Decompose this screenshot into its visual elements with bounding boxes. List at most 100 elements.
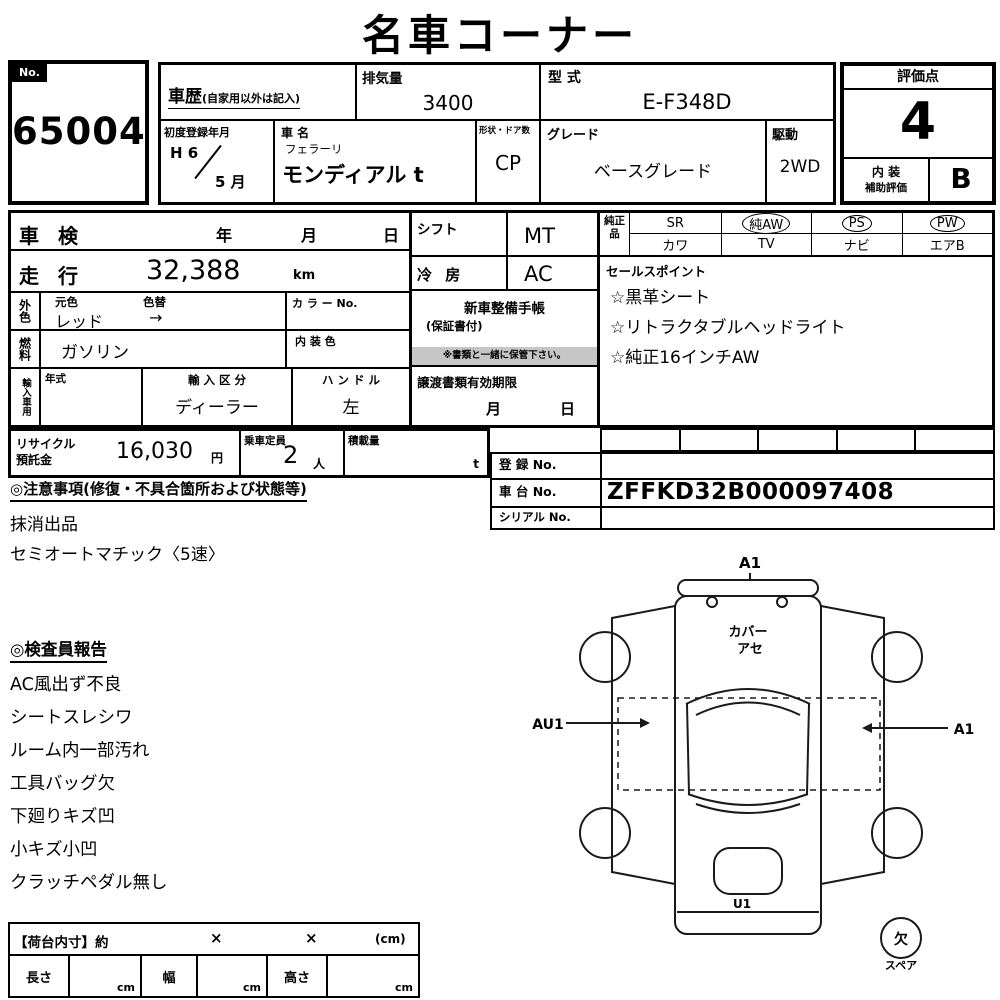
genuine-cell: 純AW bbox=[720, 212, 811, 234]
diagram-label-left: AU1 bbox=[532, 717, 564, 733]
notes-list: 抹消出品 セミオートマチック〈5速〉 bbox=[10, 510, 480, 570]
recycle-label-top: リサイクル bbox=[16, 437, 76, 451]
service-book-title: 新車整備手帳 bbox=[464, 301, 545, 317]
exterior-color-cell: 元色 色替 レッド → bbox=[41, 293, 287, 331]
genuine-cell: PS bbox=[811, 213, 902, 234]
grade-strip-cell bbox=[914, 430, 993, 450]
recycle-unit: 円 bbox=[211, 451, 224, 465]
genuine-row1-item-0: SR bbox=[666, 215, 684, 231]
inspection-row: 車 検 年 月 日 bbox=[11, 213, 409, 251]
sheet-title: 名車コーナー bbox=[361, 11, 638, 60]
cargo-times-2: × bbox=[305, 929, 318, 947]
car-condition-diagram: A1 カバー アセ AU1 A1 U1 欠 スペア bbox=[532, 554, 974, 972]
chassis-number-label: 車 台 No. bbox=[492, 480, 602, 506]
import-division-cell: 輸 入 区 分 ディーラー bbox=[143, 369, 293, 425]
hood-detail-right bbox=[776, 596, 788, 608]
vehicle-header-table: 車歴(自家用以外は記入) 排気量 3400 型 式 E-F348D 初度登録年月… bbox=[158, 62, 836, 205]
grade-strip-cell bbox=[835, 430, 915, 450]
spare-tire-circle bbox=[880, 917, 922, 959]
cargo-times-1: × bbox=[210, 929, 223, 947]
a1-arrowhead bbox=[862, 723, 872, 733]
inspection-day-label: 日 bbox=[383, 226, 400, 245]
import-division-value: ディーラー bbox=[175, 398, 259, 418]
grade-strip-cell bbox=[602, 430, 679, 450]
capacity-unit: 人 bbox=[313, 457, 326, 471]
genuine-cell: TV bbox=[720, 234, 812, 255]
handle-cell: ハ ン ド ル 左 bbox=[293, 369, 409, 425]
genuine-parts-grid: 純正品 SR 純AW PS PW カワ TV ナビ エアB bbox=[600, 212, 992, 257]
report-item: 下廻りキズ凹 bbox=[10, 807, 115, 827]
diagram-cover-line2: アセ bbox=[737, 642, 763, 657]
interior-color-cell: 内 装 色 bbox=[287, 331, 409, 367]
genuine-row2-item-2: ナビ bbox=[843, 239, 870, 254]
hood-detail-left bbox=[706, 596, 718, 608]
serial-number-value bbox=[602, 508, 993, 528]
genuine-parts-label: 純正品 bbox=[600, 213, 630, 255]
rear-right-wheel bbox=[871, 807, 923, 859]
au1-arrowhead bbox=[640, 718, 650, 728]
capacity-cell: 乗車定員 2 人 bbox=[241, 431, 345, 475]
cargo-dimensions-table: 【荷台内寸】約 × × (cm) 長さ cm 幅 cm 高さ cm bbox=[8, 922, 420, 998]
aircon-label: 冷 房 bbox=[417, 266, 465, 284]
rating-label: 評価点 bbox=[844, 66, 992, 90]
mileage-unit: km bbox=[293, 268, 316, 283]
service-book-cell: 新車整備手帳 (保証書付) ※書類と一緒に保管下さい。 bbox=[412, 291, 597, 367]
fuel-value: ガソリン bbox=[61, 343, 129, 363]
transfer-docs-label: 譲渡書類有効期限 bbox=[417, 375, 518, 390]
genuine-cell: SR bbox=[630, 213, 721, 234]
cargo-height-value: cm bbox=[395, 981, 413, 994]
front-left-wheel bbox=[579, 631, 631, 683]
handle-label: ハ ン ド ル bbox=[321, 373, 380, 387]
displacement-cell: 排気量 3400 bbox=[357, 65, 541, 121]
grade-strip-cell bbox=[757, 430, 836, 450]
genuine-row1-item-1: 純AW bbox=[742, 212, 791, 234]
chassis-number-value: ZFFKD32B000097408 bbox=[607, 479, 895, 505]
diagram-label-top: A1 bbox=[739, 554, 761, 572]
cargo-data-row: 長さ cm 幅 cm 高さ cm bbox=[10, 954, 418, 996]
lot-number-box: No. 65004 bbox=[8, 60, 149, 205]
vehicle-info-left-panel: 車 検 年 月 日 走 行 32,388 km 外色 元色 色替 レッド → カ… bbox=[8, 210, 412, 428]
cargo-heading: 【荷台内寸】約 bbox=[14, 935, 109, 951]
history-note: (自家用以外は記入) bbox=[202, 92, 301, 105]
genuine-cell: PW bbox=[901, 213, 992, 234]
body-doors-label: 形状・ドア数 bbox=[479, 126, 531, 136]
genuine-cell: ナビ bbox=[811, 234, 902, 255]
genuine-row1-item-3: PW bbox=[929, 214, 965, 232]
grade-strip bbox=[600, 428, 995, 452]
registration-number-label: 登 録 No. bbox=[492, 454, 602, 478]
cabin-right-line bbox=[806, 703, 810, 795]
inspector-report-list: AC風出ず不良 シートスレシワ ルーム内一部汚れ 工具バッグ欠 下廻りキズ凹 小… bbox=[10, 669, 440, 900]
car-name-value: モンディアル t bbox=[282, 163, 424, 187]
notes-section: ◎注意事項(修復・不具合箇所および状態等) 抹消出品 セミオートマチック〈5速〉 bbox=[10, 478, 480, 570]
aircon-label-cell: 冷 房 bbox=[412, 257, 508, 289]
history-label-group: 車歴(自家用以外は記入) bbox=[168, 82, 301, 109]
recycle-value: 16,030 bbox=[116, 439, 193, 464]
shift-label-cell: シフト bbox=[412, 213, 508, 255]
car-name-label: 車 名 bbox=[281, 126, 310, 140]
interior-label-bottom: 補助評価 bbox=[865, 182, 907, 194]
import-row: 輸入車用 年式 輸 入 区 分 ディーラー ハ ン ド ル 左 bbox=[11, 369, 409, 425]
front-right-wheel bbox=[871, 631, 923, 683]
sales-points-cell: セールスポイント ☆黒革シート ☆リトラクタブルヘッドライト ☆純正16インチA… bbox=[600, 257, 992, 425]
trunk-detail bbox=[713, 847, 783, 895]
original-color-label: 元色 bbox=[55, 295, 78, 309]
genuine-row2-item-3: エアB bbox=[929, 239, 965, 254]
registration-number-value bbox=[602, 454, 993, 478]
sales-points-label: セールスポイント bbox=[606, 264, 707, 279]
shift-value: MT bbox=[524, 224, 555, 248]
cargo-height-label: 高さ bbox=[268, 956, 328, 996]
rear-window-outer bbox=[687, 793, 809, 806]
first-registration-cell: 初度登録年月 H 6 5 月 bbox=[161, 121, 275, 202]
recycle-deposit-cell: リサイクル 預託金 16,030 円 bbox=[11, 431, 241, 475]
sales-points-list: ☆黒革シート ☆リトラクタブルヘッドライト ☆純正16インチAW bbox=[610, 283, 988, 373]
rating-score: 4 bbox=[899, 92, 937, 152]
report-item: ルーム内一部汚れ bbox=[10, 741, 150, 761]
left-door-panel bbox=[611, 605, 676, 885]
model-code-cell: 型 式 E-F348D bbox=[541, 65, 833, 121]
cargo-width-label: 幅 bbox=[142, 956, 198, 996]
inspector-report-heading: ◎検査員報告 bbox=[10, 636, 107, 663]
import-division-label: 輸 入 区 分 bbox=[187, 373, 246, 387]
car-name-cell: 車 名 フェラーリ モンディアル t bbox=[275, 121, 477, 202]
recycle-capacity-row: リサイクル 預託金 16,030 円 乗車定員 2 人 積載量 t bbox=[8, 428, 490, 478]
car-brand: フェラーリ bbox=[285, 142, 343, 156]
